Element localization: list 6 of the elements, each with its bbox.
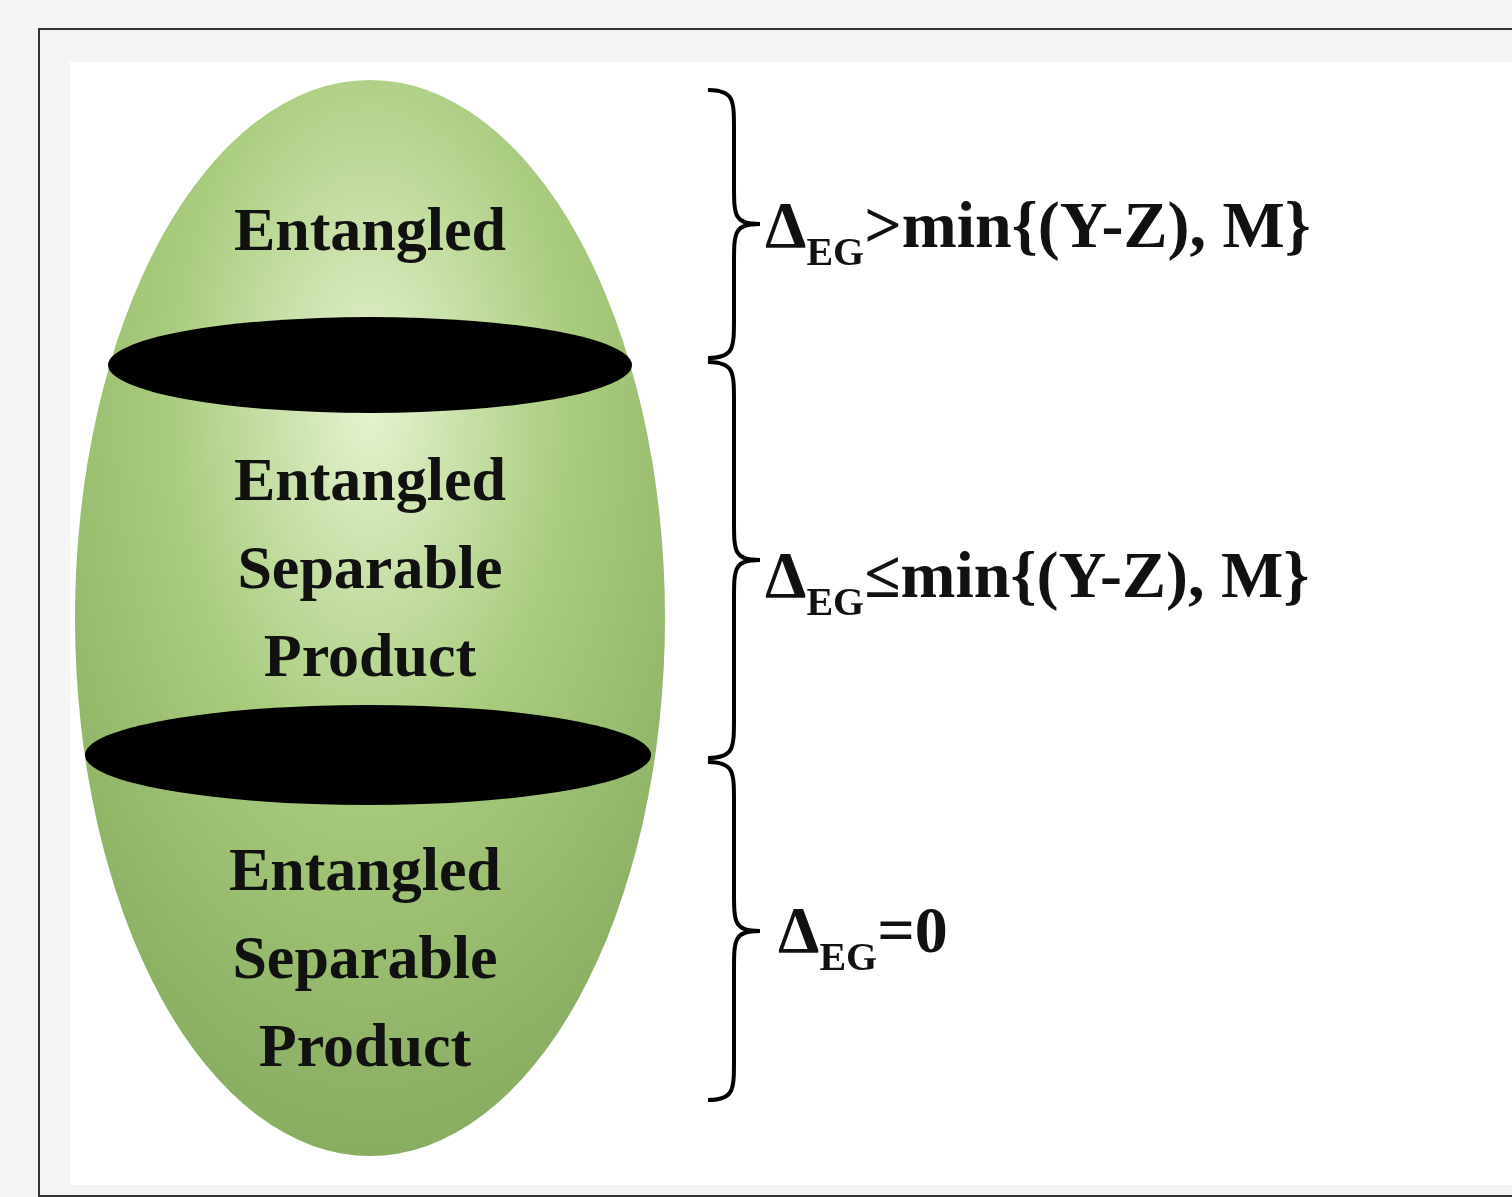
formula: Δ$_{EG}$>min{(Y-Z), M} xyxy=(765,187,1311,276)
formula: Δ$_{EG}$≤min{(Y-Z), M} xyxy=(765,537,1310,626)
section-label: Entangled xyxy=(190,185,550,273)
section-label: Entangled Separable Product xyxy=(190,435,550,699)
formula: Δ$_{EG}$=0 xyxy=(778,892,948,981)
section-label: Entangled Separable Product xyxy=(185,825,545,1089)
